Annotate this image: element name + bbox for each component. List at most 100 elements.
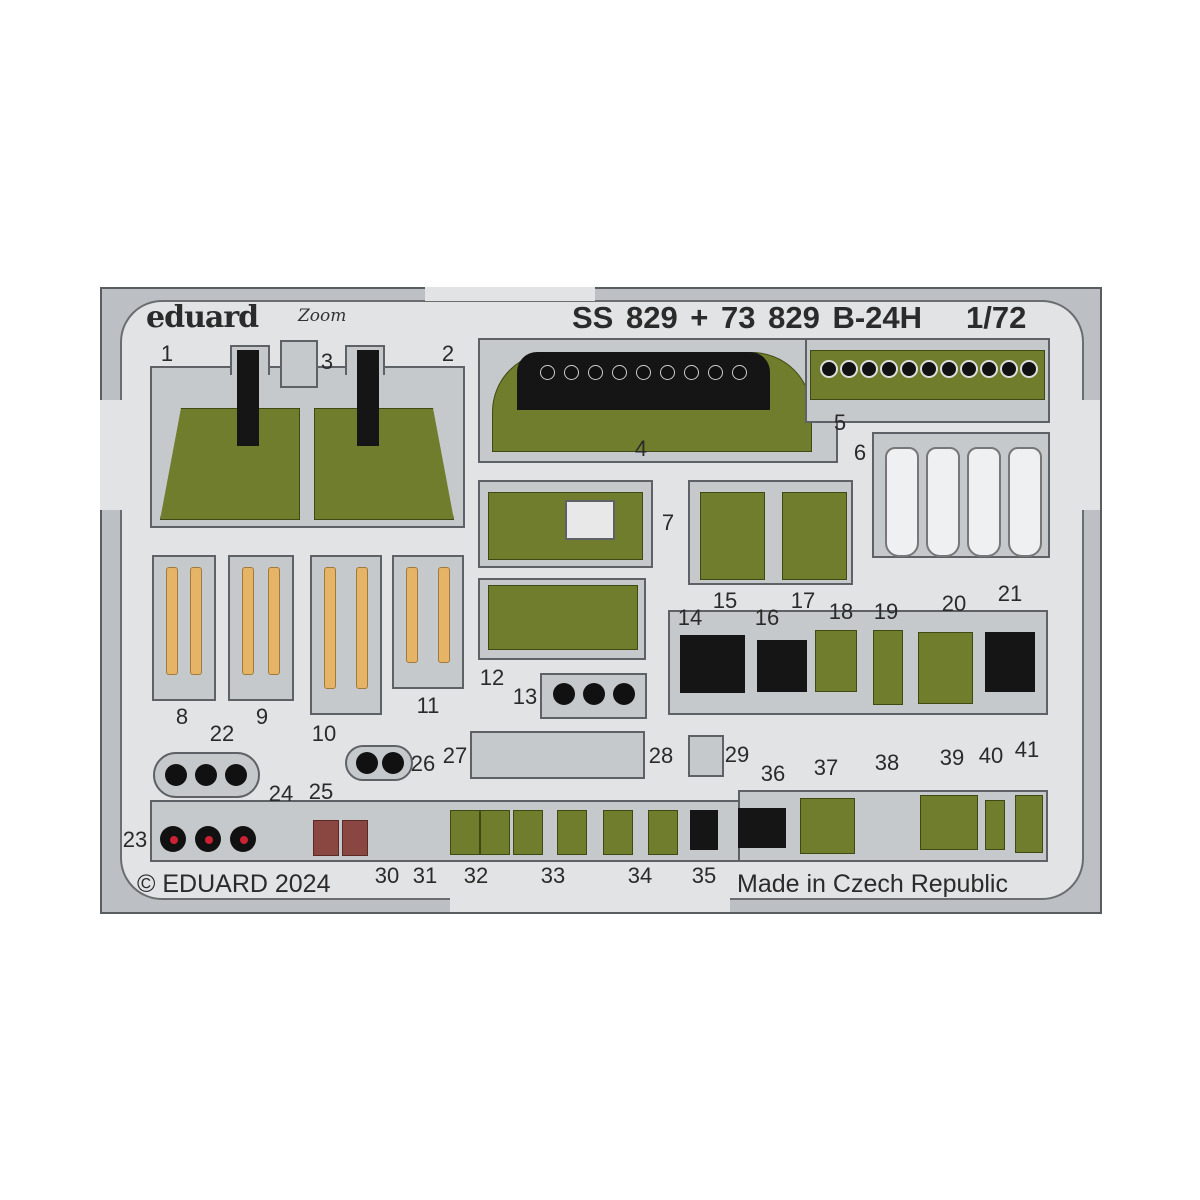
part-number-label: 6 <box>853 440 867 465</box>
part-39 <box>920 795 978 850</box>
part-number-label: 12 <box>479 665 505 690</box>
part-number-label: 27 <box>442 743 468 768</box>
gauge-icon <box>940 360 958 378</box>
fret-gap <box>450 896 730 912</box>
part-number-label: 15 <box>712 588 738 613</box>
belt-frame-11 <box>392 555 464 689</box>
fret-gap <box>100 400 122 510</box>
pedal-pod <box>1008 447 1042 557</box>
part-number-label: 10 <box>311 721 337 746</box>
part-12-panel <box>488 585 638 650</box>
part-35 <box>690 810 718 850</box>
part-14 <box>680 635 745 693</box>
part-number-label: 24 <box>268 781 294 806</box>
gauge-icon <box>564 365 579 380</box>
part-number-label: 20 <box>941 591 967 616</box>
dial-icon <box>356 752 378 774</box>
dial-icon <box>382 752 404 774</box>
part-number-label: 31 <box>412 863 438 888</box>
set-title: SS 829 + 73 829 B-24H <box>572 300 923 335</box>
fret-gap <box>425 287 595 301</box>
seat-belt <box>166 567 178 675</box>
seat-belt <box>242 567 254 675</box>
part-25 <box>342 820 368 856</box>
part-number-label: 33 <box>540 863 566 888</box>
part-number-label: 14 <box>677 605 703 630</box>
part-number-label: 1 <box>160 341 174 366</box>
parts-27-28-strip <box>470 731 645 779</box>
part-number-label: 25 <box>308 779 334 804</box>
gauge-icon <box>980 360 998 378</box>
seat-belt <box>268 567 280 675</box>
part-number-label: 26 <box>410 751 436 776</box>
belt-frame-9 <box>228 555 294 701</box>
part-number-label: 11 <box>416 693 440 718</box>
origin-text: Made in Czech Republic <box>737 870 1008 898</box>
belt-frame-8 <box>152 555 216 701</box>
gauge-icon <box>960 360 978 378</box>
switch-panel <box>603 810 633 855</box>
part-16 <box>757 640 807 692</box>
seat-belt <box>438 567 450 663</box>
gauge-icon <box>612 365 627 380</box>
part-7-grille <box>565 500 615 540</box>
part-number-label: 5 <box>833 410 847 435</box>
gauge-icon <box>900 360 918 378</box>
part-number-label: 23 <box>122 827 148 852</box>
part-number-label: 35 <box>691 863 717 888</box>
seat-belt <box>406 567 418 663</box>
gauge-icon <box>540 365 555 380</box>
knob-icon <box>225 764 247 786</box>
instrument-panel-face <box>517 352 770 410</box>
part-number-label: 22 <box>209 721 235 746</box>
part-number-label: 41 <box>1014 737 1040 762</box>
knob-icon <box>195 764 217 786</box>
switch-panel <box>557 810 587 855</box>
part-17-panel <box>782 492 847 580</box>
part-29-frame <box>688 735 724 777</box>
switch-panel <box>450 810 480 855</box>
knob-icon <box>613 683 635 705</box>
armor-scale-strip <box>237 350 259 446</box>
part-18 <box>815 630 857 692</box>
part-21 <box>985 632 1035 692</box>
zoom-logo: Zoom <box>298 306 347 326</box>
knob-icon <box>553 683 575 705</box>
part-36 <box>738 808 786 848</box>
part-number-label: 9 <box>255 704 269 729</box>
switch-panel <box>648 810 678 855</box>
red-light-icon <box>170 836 178 844</box>
part-number-label: 40 <box>978 743 1004 768</box>
part-number-label: 13 <box>512 684 538 709</box>
gauge-icon <box>636 365 651 380</box>
part-number-label: 8 <box>175 704 189 729</box>
armor-plate-left <box>160 408 300 520</box>
gauge-icon <box>820 360 838 378</box>
gauge-icon <box>732 365 747 380</box>
part-number-label: 32 <box>463 863 489 888</box>
part-number-label: 28 <box>648 743 674 768</box>
part-number-label: 30 <box>374 863 400 888</box>
eduard-logo: eduard <box>146 300 259 335</box>
part-40 <box>985 800 1005 850</box>
gauge-icon <box>660 365 675 380</box>
part-number-label: 16 <box>754 605 780 630</box>
seat-belt <box>356 567 368 689</box>
armor-plate-right <box>314 408 454 520</box>
pedal-pod <box>926 447 960 557</box>
part-number-label: 34 <box>627 863 653 888</box>
gauge-icon <box>880 360 898 378</box>
part-number-label: 21 <box>997 581 1023 606</box>
gauge-icon <box>920 360 938 378</box>
part-number-label: 18 <box>828 599 854 624</box>
switch-panel <box>513 810 543 855</box>
seat-belt <box>324 567 336 689</box>
gauge-icon <box>1020 360 1038 378</box>
part-number-label: 3 <box>320 349 334 374</box>
part-number-label: 39 <box>939 745 965 770</box>
part-19 <box>873 630 903 705</box>
part-number-label: 7 <box>661 510 675 535</box>
part-number-label: 37 <box>813 755 839 780</box>
part-41 <box>1015 795 1043 853</box>
